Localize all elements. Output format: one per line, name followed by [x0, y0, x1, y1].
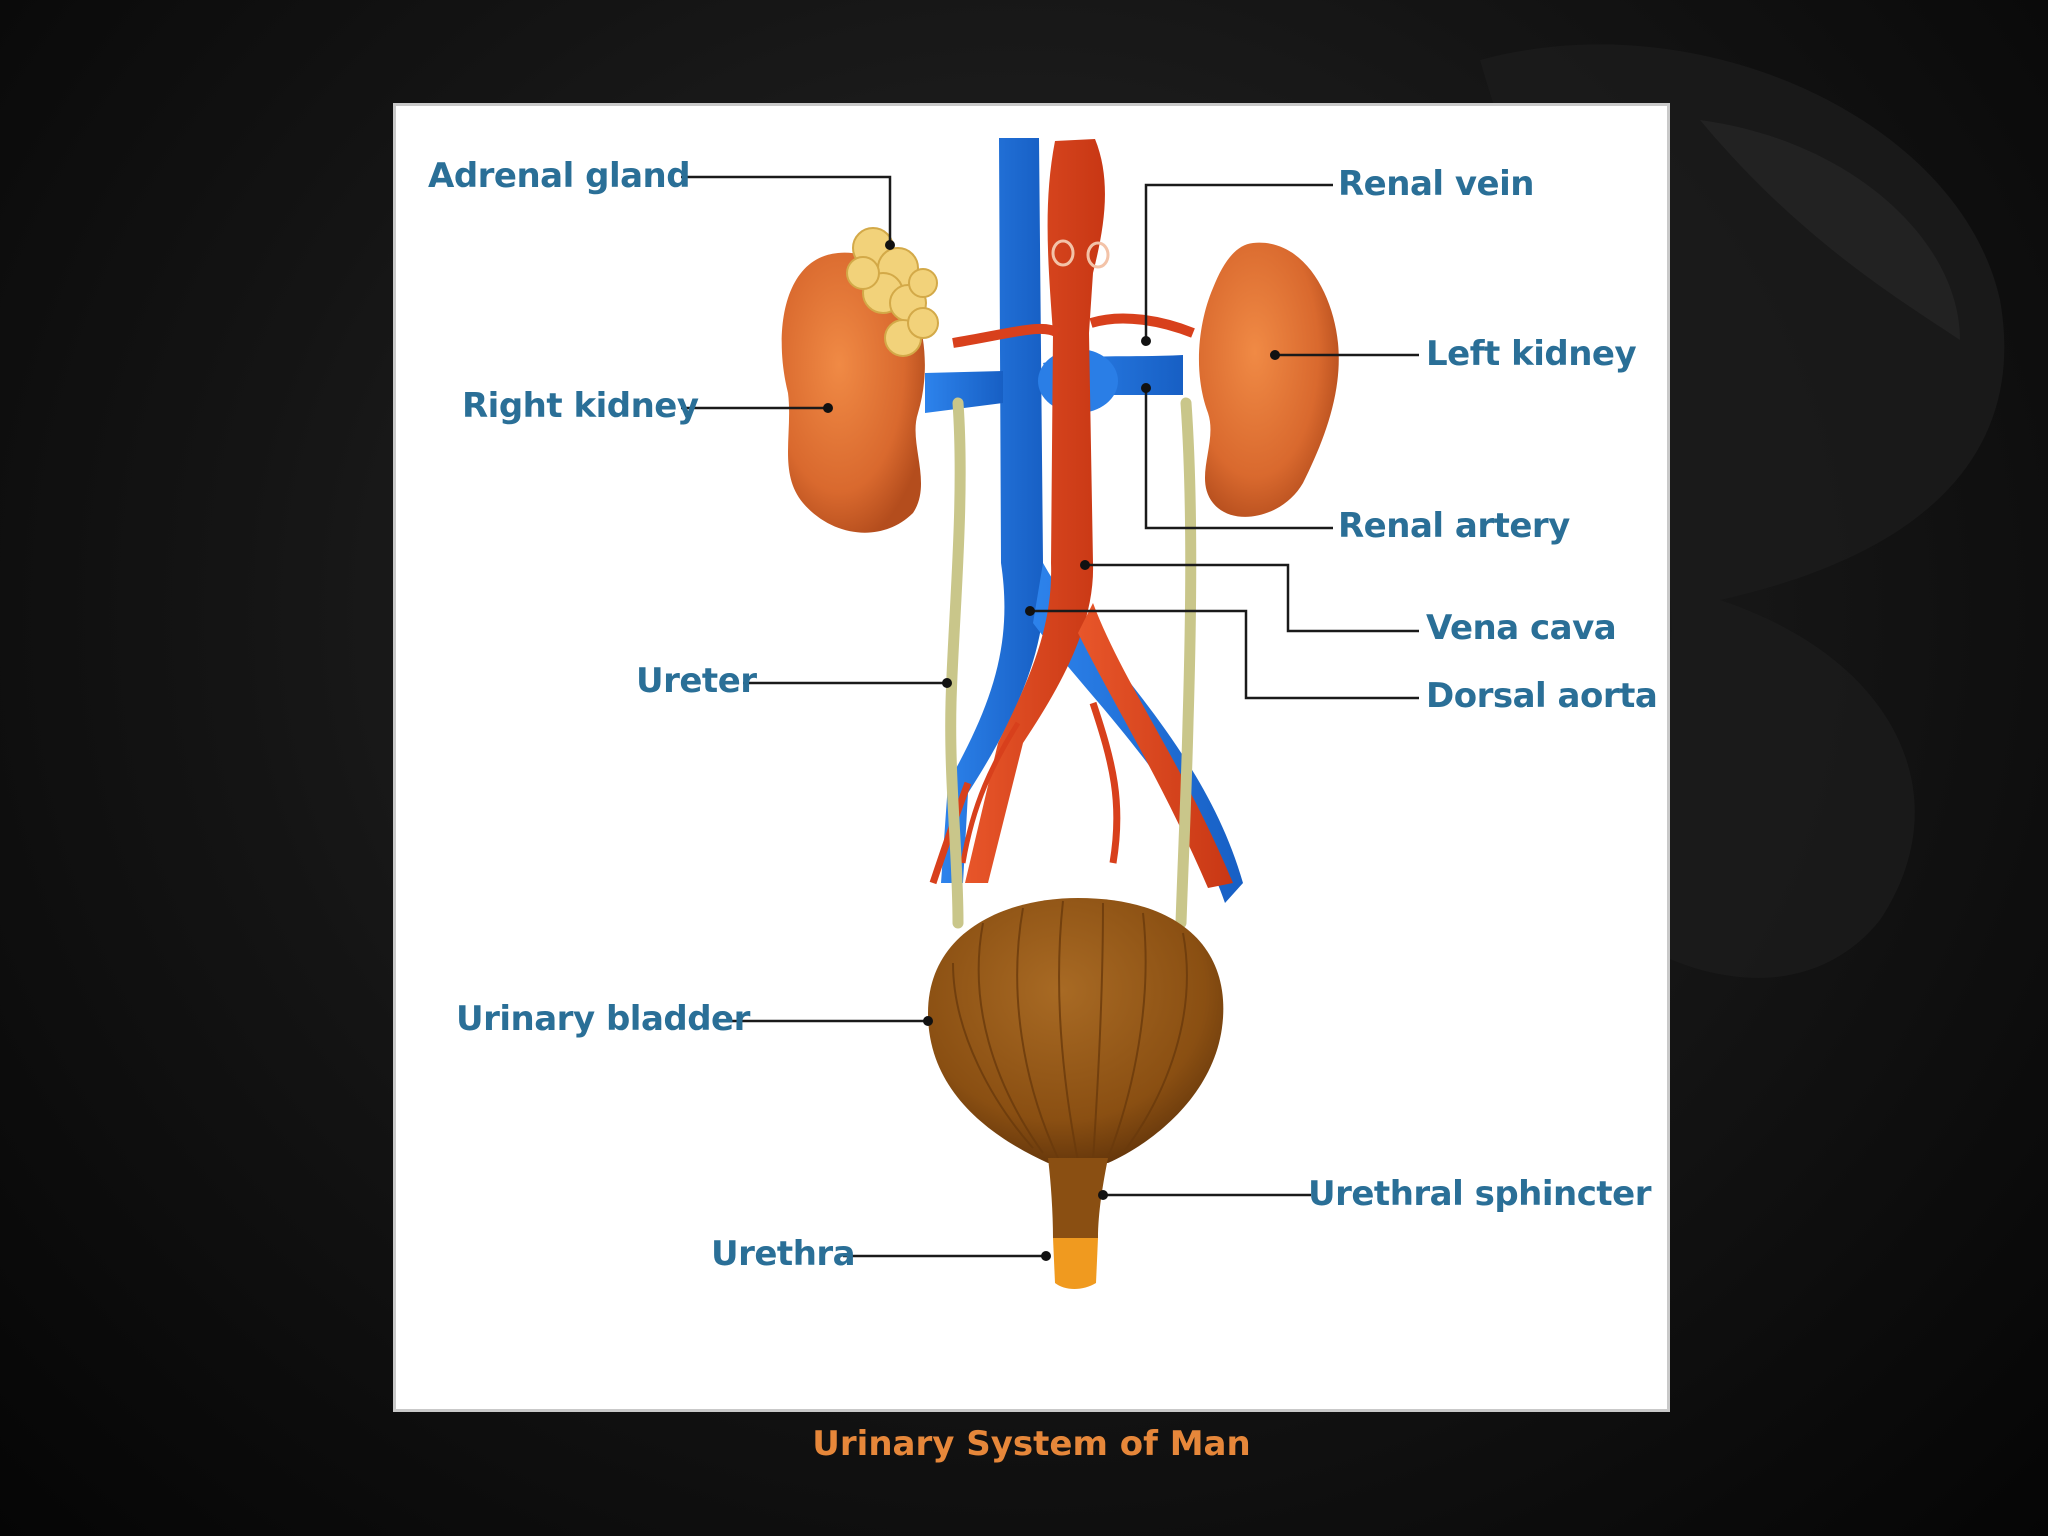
right-ureter [945, 397, 966, 929]
vena-cava-shape [941, 138, 1045, 883]
left-ureter [1175, 397, 1197, 929]
label-adrenal-gland: Adrenal gland [428, 156, 691, 196]
label-right-kidney: Right kidney [462, 386, 699, 426]
label-urethra: Urethra [711, 1234, 856, 1274]
urethra-shape [1053, 1238, 1098, 1289]
adrenal-gland-shape [846, 227, 939, 357]
dorsal-aorta-shape [965, 139, 1105, 883]
label-vena-cava: Vena cava [1426, 608, 1617, 648]
leader-dots [823, 240, 1280, 1261]
left-kidney-shape [1198, 242, 1339, 517]
diagram-panel: Adrenal gland Right kidney Ureter Urinar… [393, 103, 1670, 1464]
label-urethral-sphincter: Urethral sphincter [1308, 1174, 1651, 1214]
label-ureter: Ureter [636, 661, 757, 701]
label-left-kidney: Left kidney [1426, 334, 1637, 374]
urinary-bladder-shape [928, 898, 1224, 1163]
leader-lines [681, 175, 1419, 1258]
label-renal-vein: Renal vein [1338, 164, 1534, 204]
urinary-system-illustration [681, 138, 1419, 1289]
urethral-sphincter-shape [1048, 1158, 1108, 1238]
label-renal-artery: Renal artery [1338, 506, 1570, 546]
label-dorsal-aorta: Dorsal aorta [1426, 676, 1658, 716]
diagram-caption: Urinary System of Man [812, 1424, 1251, 1464]
label-urinary-bladder: Urinary bladder [456, 999, 750, 1039]
right-kidney-shape [781, 252, 925, 533]
